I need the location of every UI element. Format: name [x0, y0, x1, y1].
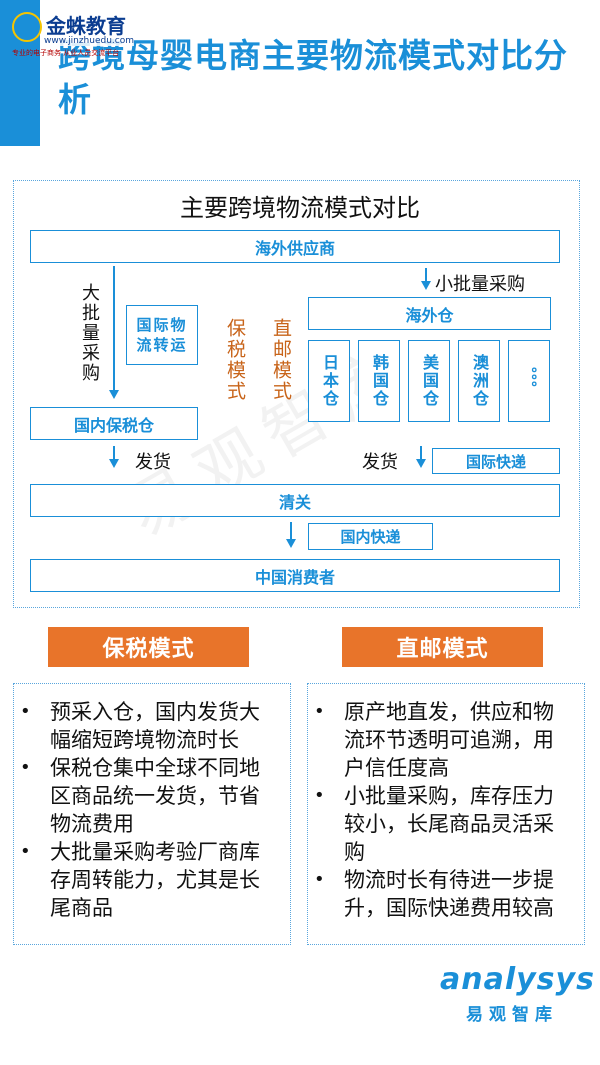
ship-right-arrow-icon	[416, 459, 426, 468]
domestic-express-box: 国内快递	[308, 523, 433, 550]
warehouse-japan: 日本仓	[308, 340, 350, 422]
ship-left-arrow-line	[113, 446, 115, 460]
logo-badge-icon	[12, 12, 42, 42]
intl-express-box: 国际快递	[432, 448, 560, 474]
warehouse-korea: 韩国仓	[358, 340, 400, 422]
brand-name-en: analysys	[440, 962, 595, 997]
bonded-point: 预采入仓，国内发货大幅缩短跨境物流时长	[14, 698, 280, 754]
bonded-mode-header: 保税模式	[48, 627, 249, 667]
logo-slogan: 专业的电子商务 从业人员交流平台	[12, 49, 120, 57]
small-batch-arrow-line	[425, 268, 427, 282]
direct-point: 原产地直发，供应和物流环节透明可追溯，用户信任度高	[308, 698, 572, 782]
direct-point: 小批量采购，库存压力较小，长尾商品灵活采购	[308, 782, 572, 866]
bonded-panel: 预采入仓，国内发货大幅缩短跨境物流时长 保税仓集中全球不同地区商品统一发货，节省…	[13, 683, 291, 945]
diagram-title: 主要跨境物流模式对比	[180, 194, 420, 222]
large-batch-arrow-icon	[109, 390, 119, 399]
direct-mode-label: 直邮模式	[270, 318, 292, 402]
warehouse-more: 。。。	[508, 340, 550, 422]
warehouse-usa: 美国仓	[408, 340, 450, 422]
ship-left-label: 发货	[135, 452, 171, 473]
bonded-point: 保税仓集中全球不同地区商品统一发货，节省物流费用	[14, 754, 280, 838]
ship-right-label: 发货	[362, 452, 398, 473]
domestic-arrow-line	[290, 522, 292, 540]
large-batch-label: 大批量采购	[79, 283, 100, 383]
page-title: 跨境母婴电商主要物流模式对比分析	[58, 36, 568, 119]
brand-logo: analysys 易观智库	[440, 962, 594, 1025]
diagram-frame	[13, 180, 580, 608]
brand-name-cn: 易观智库	[466, 1005, 558, 1025]
small-batch-label: 小批量采购	[435, 274, 525, 295]
logo: 金蛛教育 www.jinzhuedu.com 专业的电子商务 从业人员交流平台	[12, 10, 152, 57]
domestic-arrow-icon	[286, 539, 296, 548]
consumer-box: 中国消费者	[30, 559, 560, 592]
direct-panel: 原产地直发，供应和物流环节透明可追溯，用户信任度高 小批量采购，库存压力较小，长…	[307, 683, 585, 945]
customs-box: 清关	[30, 484, 560, 517]
intl-transfer-box: 国际物流转运	[126, 305, 198, 365]
logo-name: 金蛛教育	[44, 10, 128, 39]
bonded-mode-label: 保税模式	[224, 318, 246, 402]
small-batch-arrow-icon	[421, 281, 431, 290]
overseas-supplier-box: 海外供应商	[30, 230, 560, 263]
direct-point: 物流时长有待进一步提升，国际快递费用较高	[308, 866, 572, 922]
large-batch-arrow-line	[113, 266, 115, 392]
overseas-warehouse-box: 海外仓	[308, 297, 551, 330]
ship-left-arrow-icon	[109, 459, 119, 468]
direct-mode-header: 直邮模式	[342, 627, 543, 667]
warehouse-australia: 澳洲仓	[458, 340, 500, 422]
bonded-point: 大批量采购考验厂商库存周转能力，尤其是长尾商品	[14, 838, 280, 922]
logo-url: www.jinzhuedu.com	[44, 36, 134, 46]
ship-right-arrow-line	[420, 446, 422, 460]
domestic-bonded-box: 国内保税仓	[30, 407, 198, 440]
